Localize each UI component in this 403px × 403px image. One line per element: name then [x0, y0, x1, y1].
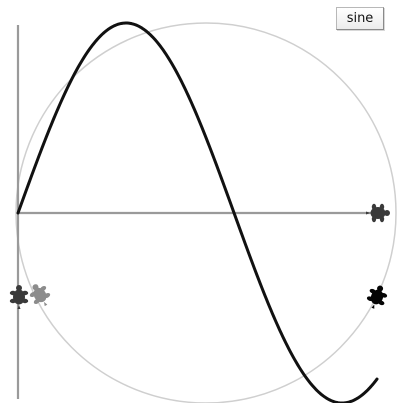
turtle-icon-left-light: [29, 284, 51, 307]
turtle-icon: [366, 203, 390, 223]
turtle-icon: [9, 285, 29, 309]
unit-circle: [15, 22, 397, 403]
turtle-icon: [29, 284, 51, 307]
turtle-icon: [366, 285, 388, 309]
turtle-icon-left-dark: [9, 285, 29, 309]
sine-button[interactable]: sine: [336, 7, 384, 30]
turtle-icon-axis-right: [366, 203, 390, 223]
turtle-icon-curve-end: [366, 285, 388, 309]
sine-curve: [16, 21, 379, 403]
